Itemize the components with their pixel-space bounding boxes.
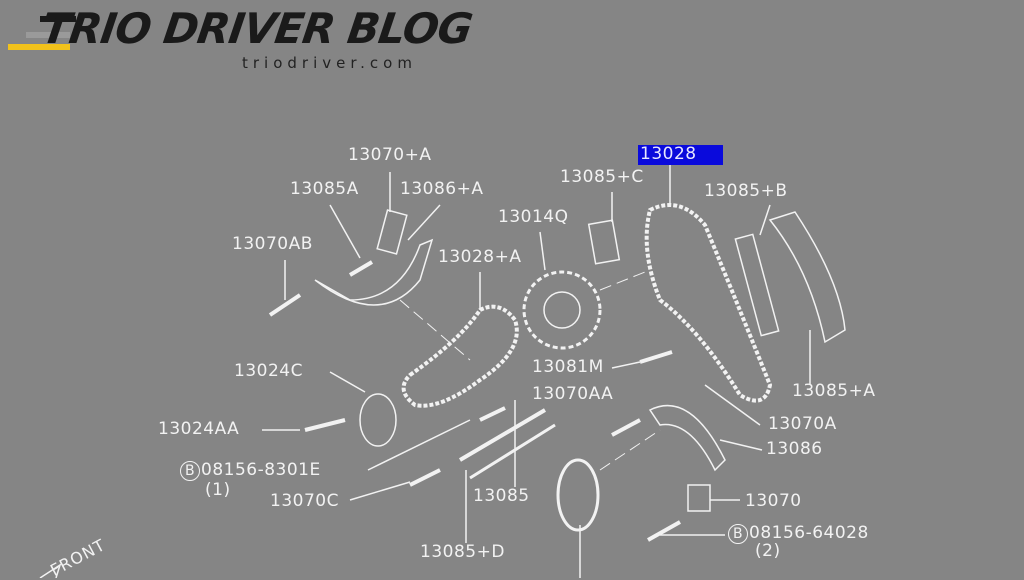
tensioner-upper [376,209,408,255]
label-13086: 13086 [766,439,823,459]
chain-guide-upper-left [314,238,434,306]
slack-guide [587,219,621,265]
chain-primary [644,203,773,403]
label-13028-a-plus: 13028+A [438,247,522,267]
label-13024c: 13024C [234,361,303,381]
camshaft-sprocket [522,270,602,350]
part-number: 08156-64028 [749,523,869,543]
bolt-marker-icon: B [180,461,200,481]
label-13024aa: 13024AA [158,419,240,439]
chain-guide-b [734,233,780,337]
tensioner-13070 [687,484,711,512]
label-13085-a-plus: 13085+A [792,381,876,401]
label-13085-c-plus: 13085+C [560,167,644,187]
guide-13085-d [469,423,556,480]
logo-subtitle: triodriver.com [242,54,417,72]
label-13081m: 13081M [532,357,604,377]
quantity-2: (2) [755,541,781,561]
part-number: 08156-8301E [201,460,321,480]
label-13085: 13085 [473,486,530,506]
front-arrow [39,563,62,578]
chain-guide-a [768,211,846,344]
label-13070ab: 13070AB [232,234,313,254]
bolt-marker-icon: B [728,524,748,544]
logo-stripe-yellow [8,44,70,50]
label-13070aa: 13070AA [532,384,614,404]
tensioner-arm [648,404,726,472]
label-13085-b-plus: 13085+B [704,181,788,201]
label-13070-a-plus: 13070+A [348,145,432,165]
label-13028-highlighted[interactable]: 13028 [638,145,723,165]
quantity-1: (1) [205,480,231,500]
logo-stripe-gray [26,32,70,38]
logo-stripe-black [40,16,76,22]
label-13086-a-plus: 13086+A [400,179,484,199]
sprocket-hub [543,291,581,329]
cam-plate [359,393,397,447]
label-13070: 13070 [745,491,802,511]
alignment-lines [399,269,661,471]
crank-sprocket [556,458,600,532]
leader-lines [262,165,811,578]
chain-secondary [401,304,519,408]
label-13085-d-plus: 13085+D [420,542,505,562]
guide-13085 [458,408,547,462]
label-13070a: 13070A [768,414,837,434]
label-13085a: 13085A [290,179,359,199]
label-13070c: 13070C [270,491,339,511]
label-13014q: 13014Q [498,207,569,227]
bolts [268,260,681,542]
